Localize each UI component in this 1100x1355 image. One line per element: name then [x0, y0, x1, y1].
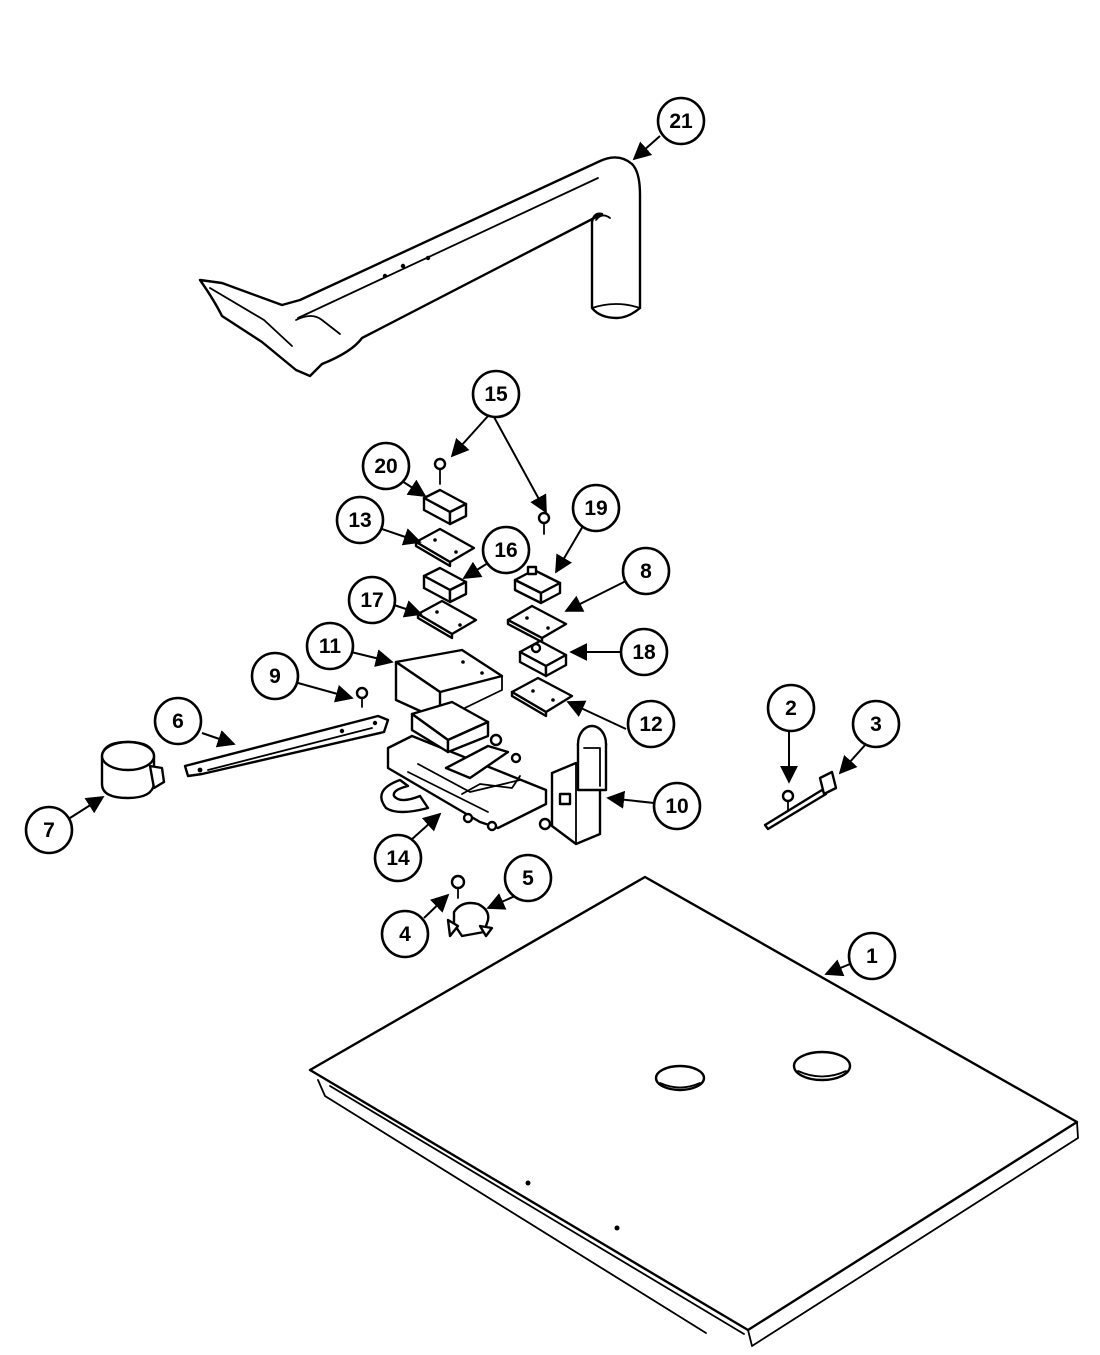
callout-label: 19 [584, 497, 607, 520]
part-2-screw [781, 789, 795, 811]
callout-21: 21 [656, 96, 706, 146]
part-12-plate [510, 676, 574, 718]
part-8-plate [506, 604, 568, 644]
callout-1: 1 [847, 931, 897, 981]
callout-label: 18 [632, 641, 656, 664]
part-18-switch [518, 639, 568, 678]
leader-lines [69, 135, 867, 977]
callout-5: 5 [503, 853, 553, 903]
callout-2: 2 [766, 683, 816, 733]
part-20-block [422, 488, 468, 526]
callout-label: 15 [484, 383, 508, 406]
part-17-plate [416, 599, 478, 640]
callout-label: 13 [348, 509, 371, 532]
callout-label: 21 [669, 110, 693, 133]
part-19-switch [513, 565, 562, 605]
callout-19: 19 [571, 483, 621, 533]
callout-label: 20 [374, 455, 397, 478]
part-3-strip [763, 770, 838, 831]
callout-label: 3 [870, 713, 882, 736]
callout-15: 15 [471, 369, 521, 419]
callout-4: 4 [380, 909, 430, 959]
part-16-block [422, 566, 468, 604]
callout-label: 5 [522, 867, 534, 890]
part-4-screw [450, 874, 466, 899]
callout-label: 14 [386, 847, 410, 870]
callout-12: 12 [626, 699, 676, 749]
callout-label: 11 [319, 635, 342, 658]
callout-label: 10 [665, 795, 688, 818]
callout-11: 11 [305, 621, 355, 671]
callout-8: 8 [621, 546, 671, 596]
callout-label: 6 [172, 710, 184, 733]
callout-label: 2 [785, 697, 797, 720]
callout-18: 18 [619, 627, 669, 677]
part-21-vent-duct [198, 156, 642, 378]
callout-6: 6 [153, 696, 203, 746]
callout-label: 9 [269, 665, 281, 688]
part-9-screw [355, 686, 369, 708]
callout-label: 7 [43, 819, 55, 842]
callout-label: 1 [866, 945, 878, 968]
part-1-top-panel [308, 875, 1079, 1347]
callout-9: 9 [250, 651, 300, 701]
callout-label: 8 [640, 560, 652, 583]
part-14-latch-assembly [380, 700, 608, 846]
callout-3: 3 [851, 699, 901, 749]
callout-14: 14 [373, 833, 423, 883]
part-13-plate [414, 527, 476, 568]
callout-13: 13 [335, 495, 385, 545]
callout-16: 16 [481, 525, 531, 575]
part-7-knob [100, 740, 166, 800]
callout-7: 7 [24, 805, 74, 855]
callout-17: 17 [347, 575, 397, 625]
callout-label: 4 [399, 923, 411, 946]
part-6-link-bar [183, 714, 390, 778]
callout-label: 12 [639, 713, 662, 736]
callout-10: 10 [652, 781, 702, 831]
callout-label: 17 [360, 589, 383, 612]
callout-label: 16 [494, 539, 517, 562]
part-5-clip [446, 901, 494, 938]
callout-20: 20 [361, 441, 411, 491]
